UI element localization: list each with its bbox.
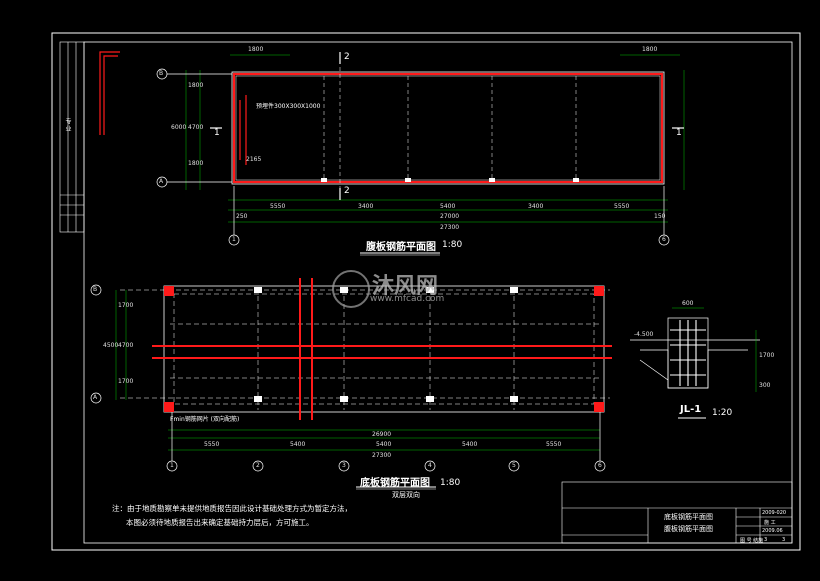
bottom-axis-1: 1 [170,462,174,469]
detail-scale: 1:20 [712,408,733,418]
top-dim-bottom-1: 250 [236,213,248,220]
bottom-axis-b: B [93,286,98,293]
top-section-label-2: 2 [344,186,350,196]
inner-border [83,41,793,544]
top-dim-total: 27000 [440,213,460,220]
bottom-axis-2: 2 [256,462,260,469]
bottom-dim-total-2: 27300 [372,452,392,459]
title-block-code: 2009-020 [762,510,787,516]
bottom-dim-bottom-2: 5400 [290,441,306,448]
top-dim-left-1: 1800 [188,82,204,89]
bottom-plan-title: 底板钢筋平面图 [360,478,430,489]
top-axis-6: 6 [662,236,666,243]
bottom-dim-bottom-5: 5550 [546,441,562,448]
top-section-label-3: 1 [214,128,220,138]
title-block-name-1: 底板钢筋平面图 [664,513,713,521]
bottom-dim-left-4: 1700 [118,378,134,385]
detail-elevation: -4.500 [634,331,654,338]
bottom-dim-bottom-1: 5550 [204,441,220,448]
top-dim-top-left: 1800 [248,46,264,53]
bottom-annotation: Fmin钢筋网片 (双向配筋) [170,416,240,423]
top-dim-bottom-3: 3400 [358,203,374,210]
bottom-plan-rebar [152,278,612,420]
top-dim-bottom-2: 5550 [270,203,286,210]
bottom-plan-subtitle: 双层双向 [392,491,420,499]
notes-line-1: 注：由于地质勘察单未提供地质报告因此设计基础处理方式为暂定方法， [112,504,352,513]
top-dim-bottom-4: 5400 [440,203,456,210]
top-plan [156,52,685,256]
title-block-date: 2009.06 [762,528,783,534]
top-plan-perimeter-rebar [232,72,664,184]
side-strip-label: 专 业 [64,118,71,132]
bottom-plan [90,278,612,490]
top-plan-title: 腹板钢筋平面图 [366,242,436,253]
detail-dim-height: 1700 [759,352,775,359]
top-axis-b: B [159,70,164,77]
detail-jl1 [630,307,760,419]
top-dim-left-4: 1800 [188,160,204,167]
top-dim-bottom-6: 5550 [614,203,630,210]
bottom-dim-total: 26900 [372,431,392,438]
notes-line-2: 本图必须待地质报告出来确定基础持力层后，方可施工。 [126,518,314,527]
top-annotation: 预埋件300X300X1000 [256,103,321,110]
bottom-axis-3: 3 [342,462,346,469]
bottom-dim-bottom-4: 5400 [462,441,478,448]
top-dim-left-3: 4700 [188,124,204,131]
corner-rebar-mark [99,51,120,135]
top-dim-total-2: 27300 [440,224,460,231]
title-block-stage: 施 工 [764,520,776,526]
top-axis-a: A [159,178,164,185]
watermark-brand: 沐风网 [372,274,439,299]
bottom-dim-left-1: 1700 [118,302,134,309]
bottom-dim-left-2: 4500 [103,342,119,349]
top-dim-left-2: 6000 [171,124,187,131]
top-dim-bottom-5: 3400 [528,203,544,210]
title-block-name-2: 腹板钢筋平面图 [664,525,713,533]
title-block-sheet: 3 [764,537,768,543]
bottom-axis-6: 6 [598,462,602,469]
top-axis-1: 1 [232,236,236,243]
side-strip [59,41,85,233]
bottom-axis-4: 4 [428,462,432,469]
bottom-axis-5: 5 [512,462,516,469]
detail-dim-base: 300 [759,382,771,389]
detail-dim-width: 600 [682,300,694,307]
bottom-dim-left-3: 4700 [118,342,134,349]
top-plan-scale: 1:80 [442,240,463,250]
bottom-axis-a: A [93,394,98,401]
title-block-footer: 图 号 结施 [740,538,764,544]
title-block-total: 3 [782,537,786,543]
detail-title: JL-1 [680,404,702,415]
outer-border [51,32,801,551]
top-section-label-4: 1 [676,128,682,138]
top-annotation-2: 2165 [246,156,262,163]
top-section-label-1: 2 [344,52,350,62]
bottom-plan-scale: 1:80 [440,478,461,488]
top-dim-top-right: 1800 [642,46,658,53]
watermark-url: www.mfcad.com [370,294,445,304]
title-block [561,481,793,544]
bottom-dim-bottom-3: 5400 [376,441,392,448]
watermark-logo [332,270,370,308]
top-dim-bottom-7: 150 [654,213,666,220]
